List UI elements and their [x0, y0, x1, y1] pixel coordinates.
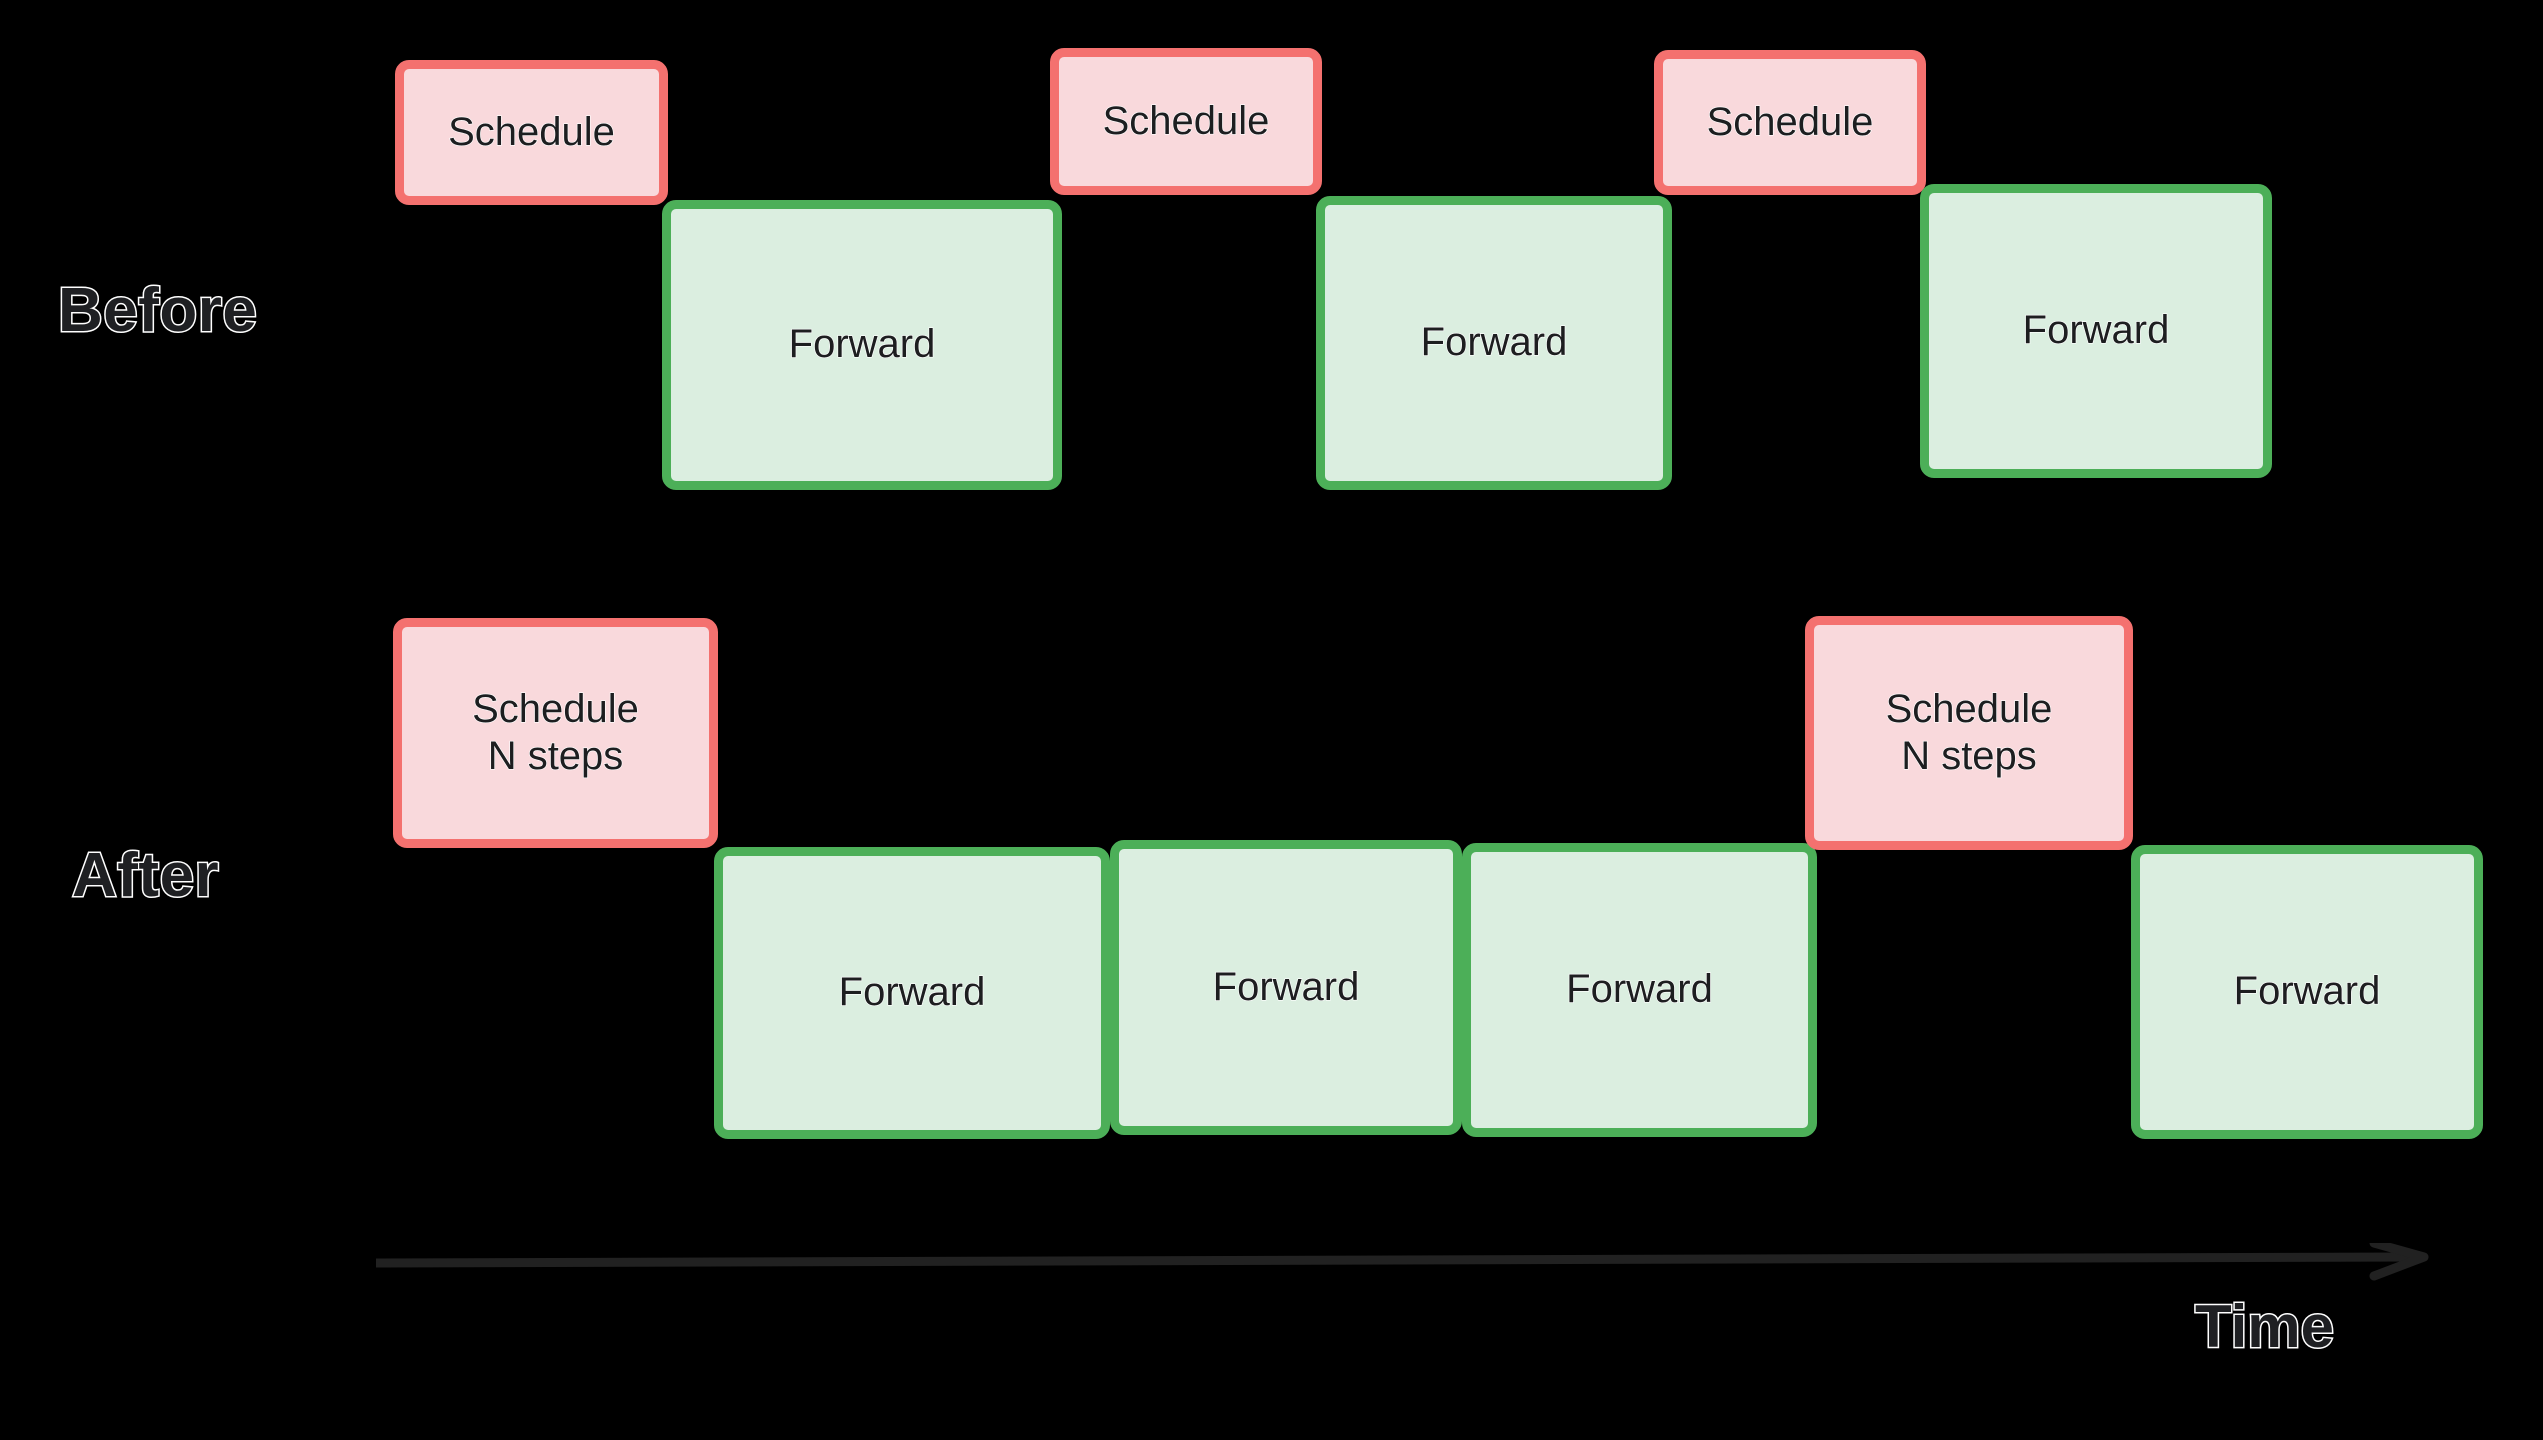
forward-box-after-6: Forward [2131, 845, 2483, 1139]
forward-box-after-4: Forward [1462, 843, 1817, 1137]
row-label-after: After [70, 841, 220, 910]
forward-box-before-4: Forward [1316, 196, 1672, 490]
time-axis-arrow-svg [376, 1243, 2429, 1281]
forward-box-before-2: Forward [662, 200, 1062, 490]
schedule-box-before-3: Schedule [1050, 48, 1322, 195]
schedule-box-after-5: Schedule N steps [1805, 616, 2133, 850]
axis-line [376, 1252, 2416, 1268]
axis-arrowhead [2369, 1243, 2429, 1281]
schedule-box-before-1: Schedule [395, 60, 668, 205]
forward-box-before-6: Forward [1920, 184, 2272, 478]
schedule-box-after-1: Schedule N steps [393, 618, 718, 848]
forward-box-after-2: Forward [714, 847, 1110, 1139]
time-axis-arrow [376, 1243, 2436, 1283]
row-label-before: Before [56, 276, 258, 345]
forward-box-after-3: Forward [1110, 840, 1462, 1135]
schedule-box-before-5: Schedule [1654, 50, 1926, 195]
time-axis-label: Time [2194, 1293, 2336, 1360]
